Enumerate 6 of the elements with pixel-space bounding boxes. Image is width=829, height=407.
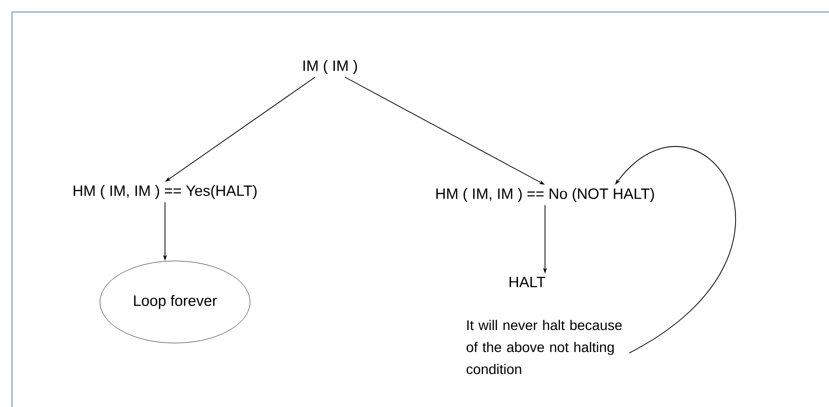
term-text: IM ( IM )	[303, 60, 357, 74]
result-text: HALT	[510, 276, 546, 288]
arrow	[615, 146, 736, 354]
condition-text: HM ( IM, IM ) == No (NOT HALT)	[436, 188, 654, 202]
condition-text: HM ( IM, IM ) == Yes(HALT)	[74, 185, 257, 199]
note-text: It will never halt because of the above not halting condition	[466, 320, 622, 374]
